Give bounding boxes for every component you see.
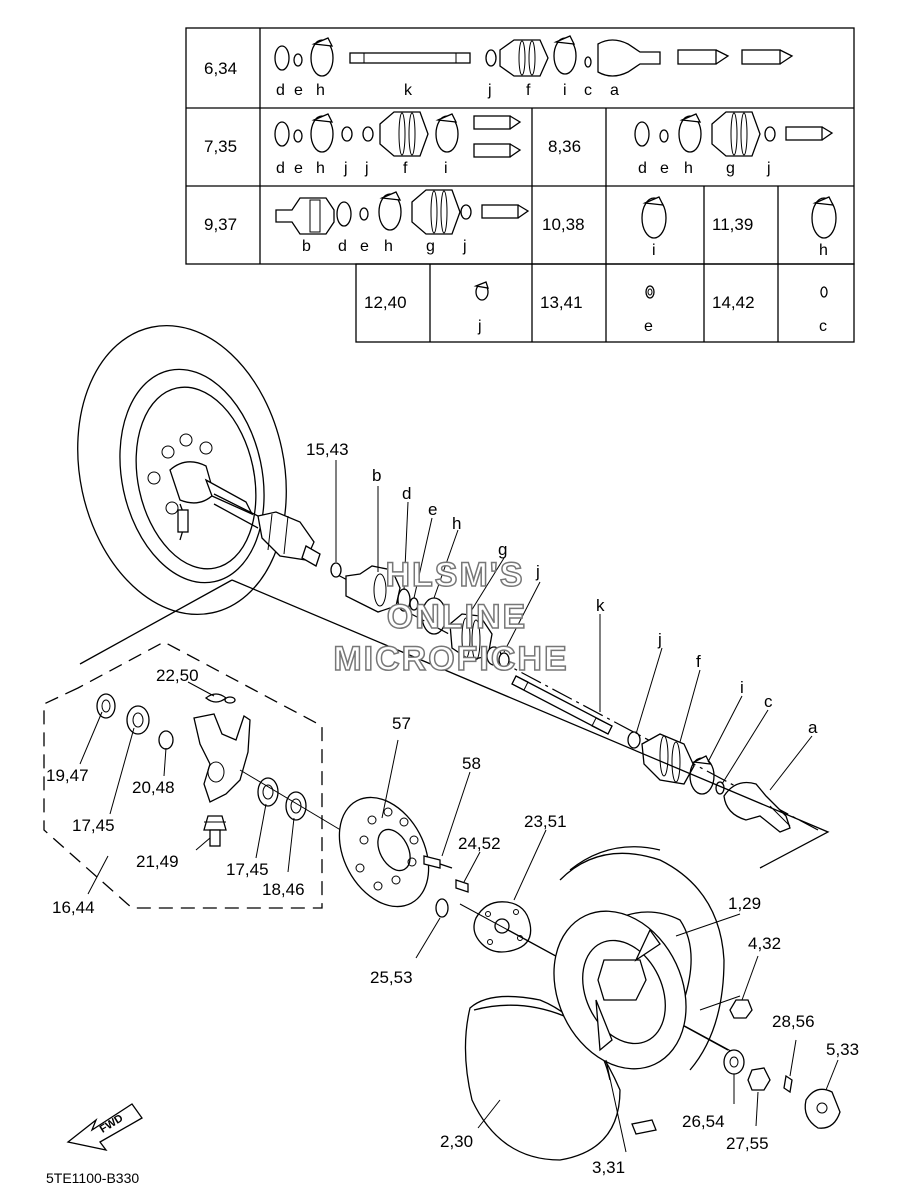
kit-code-9-37: 9,37 xyxy=(204,215,238,234)
kit-code-7-35: 7,35 xyxy=(204,137,238,156)
kit-10-38-part-i: i xyxy=(652,242,656,259)
watermark-line1: HLSM'S xyxy=(385,555,525,595)
callout-c: c xyxy=(764,692,773,711)
callout-17-45-a: 17,45 xyxy=(72,816,115,835)
kit-7-35-part-j: j xyxy=(344,160,348,177)
kit-14-42-parts xyxy=(820,286,828,298)
brake-disc xyxy=(338,796,453,908)
callout-4-32: 4,32 xyxy=(748,934,782,953)
kit-6-34-part-e: e xyxy=(294,82,303,99)
kit-11-39-parts xyxy=(811,196,837,239)
callout-22-50: 22,50 xyxy=(156,666,199,685)
kit-13-41-parts xyxy=(645,285,655,299)
callout-18-46: 18,46 xyxy=(262,880,305,899)
callout-26-54: 26,54 xyxy=(682,1112,725,1131)
callout-d: d xyxy=(402,484,412,503)
callout-3-31: 3,31 xyxy=(592,1158,626,1177)
kit-6-34-part-j: j xyxy=(488,82,492,99)
kit-code-6-34: 6,34 xyxy=(204,59,238,78)
kit-9-37-parts xyxy=(275,189,530,235)
callout-57: 57 xyxy=(392,714,411,733)
callout-17-45-b: 17,45 xyxy=(226,860,269,879)
diagram-code: 5TE1100-B330 xyxy=(46,1170,140,1186)
callout-24-52: 24,52 xyxy=(458,834,501,853)
kit-code-12-40: 12,40 xyxy=(364,293,407,312)
callout-e: e xyxy=(428,500,438,519)
callout-20-48: 20,48 xyxy=(132,778,175,797)
leader-lines xyxy=(79,460,839,1153)
kit-6-34-part-i: i xyxy=(563,82,567,99)
callout-g: g xyxy=(498,540,508,559)
kit-code-13-41: 13,41 xyxy=(540,293,583,312)
kit-6-34-parts xyxy=(274,35,794,77)
callout-1-29: 1,29 xyxy=(728,894,762,913)
upper-wheel-drawing xyxy=(77,324,321,616)
kit-14-42-part-c: c xyxy=(819,318,827,335)
kit-7-35-part-e: e xyxy=(294,160,303,177)
callout-5-33: 5,33 xyxy=(826,1040,860,1059)
kit-9-37-part-b: b xyxy=(302,238,311,255)
kit-6-34-part-h: h xyxy=(316,82,325,99)
kit-11-39-part-h: h xyxy=(819,242,828,259)
kit-7-35-part-i: i xyxy=(444,160,448,177)
drive-shaft-exploded xyxy=(79,562,830,869)
kit-6-34-part-c: c xyxy=(584,82,592,99)
kit-table-grid xyxy=(185,27,855,343)
kit-6-34-part-f: f xyxy=(526,82,531,99)
callout-f: f xyxy=(696,652,701,671)
kit-9-37-part-j: j xyxy=(463,238,467,255)
kit-10-38-parts xyxy=(641,196,667,239)
kit-9-37-part-d: d xyxy=(338,238,347,255)
kit-8-36-part-d: d xyxy=(638,160,647,177)
watermark-line3: MICROFICHE xyxy=(333,639,569,679)
kit-7-35-parts xyxy=(274,111,522,158)
kit-6-34-part-d: d xyxy=(276,82,285,99)
kit-code-14-42: 14,42 xyxy=(712,293,755,312)
kit-6-34-part-a: a xyxy=(610,82,619,99)
kit-12-40-part-j: j xyxy=(478,318,482,335)
kit-code-8-36: 8,36 xyxy=(548,137,582,156)
callout-28-56: 28,56 xyxy=(772,1012,815,1031)
kit-9-37-part-h: h xyxy=(384,238,393,255)
knuckle-assembly xyxy=(43,641,355,909)
kit-7-35-part-h: h xyxy=(316,160,325,177)
callout-58: 58 xyxy=(462,754,481,773)
callout-i: i xyxy=(740,678,744,697)
callout-19-47: 19,47 xyxy=(46,766,89,785)
kit-7-35-part-f: f xyxy=(403,160,408,177)
callout-j: j xyxy=(536,562,540,581)
callout-b: b xyxy=(372,466,382,485)
kit-9-37-part-g: g xyxy=(426,238,435,255)
callout-j-2: j xyxy=(658,630,662,649)
watermark-line2: ONLINE xyxy=(386,597,528,637)
kit-code-10-38: 10,38 xyxy=(542,215,585,234)
kit-9-37-part-e: e xyxy=(360,238,369,255)
callout-16-44: 16,44 xyxy=(52,898,95,917)
callout-25-53: 25,53 xyxy=(370,968,413,987)
kit-8-36-part-g: g xyxy=(726,160,735,177)
hub-and-lower-wheel xyxy=(435,846,841,1161)
kit-7-35-part-d: d xyxy=(276,160,285,177)
kit-7-35-part-j2: j xyxy=(365,160,369,177)
callout-a: a xyxy=(808,718,818,737)
callout-15-43: 15,43 xyxy=(306,440,349,459)
callout-2-30: 2,30 xyxy=(440,1132,474,1151)
callout-h: h xyxy=(452,514,462,533)
kit-6-34-part-k: k xyxy=(404,82,412,99)
callout-21-49: 21,49 xyxy=(136,852,179,871)
kit-8-36-part-e: e xyxy=(660,160,669,177)
kit-13-41-part-e: e xyxy=(644,318,653,335)
callout-23-51: 23,51 xyxy=(524,812,567,831)
fwd-arrow-icon xyxy=(66,1103,143,1151)
kit-12-40-parts xyxy=(473,281,489,301)
callout-k: k xyxy=(596,596,605,615)
kit-8-36-part-j: j xyxy=(767,160,771,177)
kit-8-36-parts xyxy=(634,111,834,157)
kit-8-36-part-h: h xyxy=(684,160,693,177)
kit-code-11-39: 11,39 xyxy=(712,215,754,234)
callout-27-55: 27,55 xyxy=(726,1134,769,1153)
